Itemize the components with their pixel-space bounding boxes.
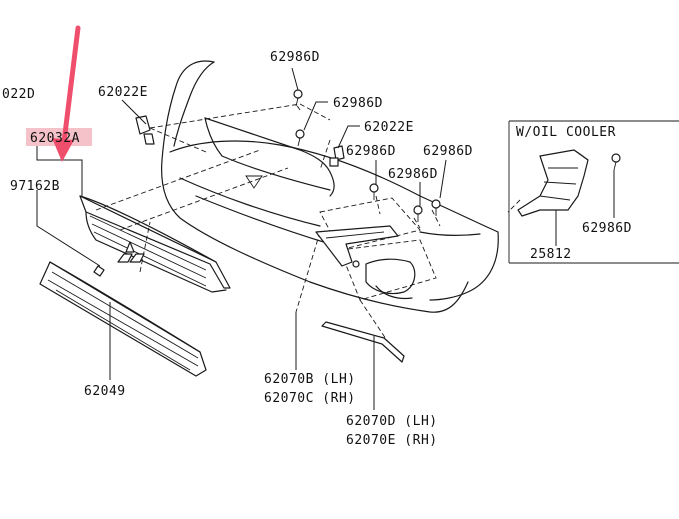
screw-62986d-c [369, 183, 379, 200]
label-62070c: 62070C (RH) [264, 391, 356, 406]
label-62986d-third: 62986D [346, 144, 396, 159]
label-62022e-right: 62022E [364, 120, 414, 135]
clip-62022e-left [135, 115, 155, 145]
side-molding-strip [321, 321, 405, 363]
label-62070b: 62070B (LH) [264, 372, 356, 387]
upper-grille [79, 195, 231, 293]
label-62070e: 62070E (RH) [346, 433, 438, 448]
label-62986d-second: 62986D [333, 96, 383, 111]
leader-lines [36, 67, 615, 410]
label-62070d: 62070D (LH) [346, 414, 438, 429]
highlight-box [26, 128, 92, 146]
screw-62986d-d [413, 205, 423, 222]
label-62022e-left: 62022E [98, 85, 148, 100]
screw-62986d-b [295, 129, 305, 147]
lower-grille [39, 261, 207, 377]
label-62986d-top: 62986D [270, 50, 320, 65]
label-62986d-fifth: 62986D [388, 167, 438, 182]
label-022d: 022D [2, 87, 35, 102]
label-62986d-oil-cooler: 62986D [582, 221, 632, 236]
label-25812: 25812 [530, 247, 572, 262]
pink-arrow-icon [52, 25, 81, 162]
oil-cooler-inset [508, 120, 679, 264]
label-62032a: 62032A [30, 131, 80, 146]
fog-lamp-bezel [315, 225, 399, 268]
label-62986d-fourth: 62986D [423, 144, 473, 159]
screw-62986d-a [293, 89, 303, 107]
label-97162b: 97162B [10, 179, 60, 194]
label-62049: 62049 [84, 384, 126, 399]
grille-emblem [93, 241, 145, 277]
clip-62022e-right [329, 145, 345, 167]
label-oil-cooler-title: W/OIL COOLER [516, 125, 616, 140]
screw-62986d-e [431, 199, 441, 216]
bumper-cover [161, 60, 499, 313]
